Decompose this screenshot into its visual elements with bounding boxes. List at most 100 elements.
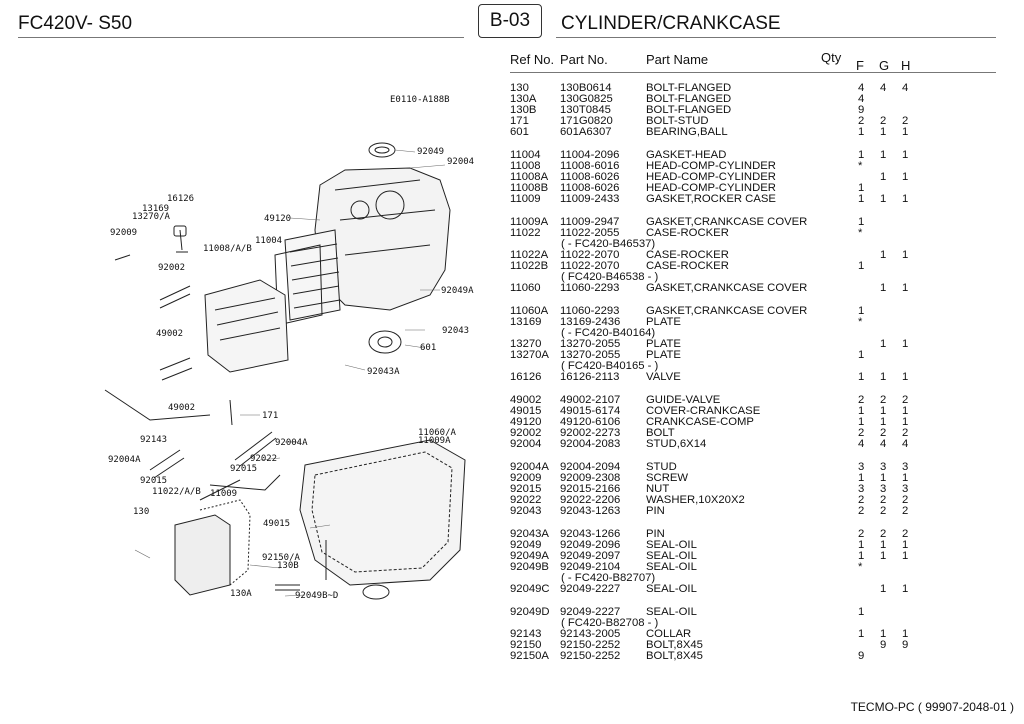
ref-no: 13270A [510,349,549,361]
callout-label: 11008/A/B [203,244,252,254]
ref-no: 92049C [510,583,550,595]
part-name: HEAD-COMP-CYLINDER [646,182,776,194]
part-name: BOLT-FLANGED [646,93,732,105]
part-no: 16126-2113 [560,371,620,383]
qty-f: 2 [858,115,865,127]
serial-range-text: ( FC420-B82708 - ) [561,617,659,629]
qty-h: 2 [902,115,909,127]
part-no: 49002-2107 [560,394,621,406]
ref-no: 92004 [510,438,542,450]
callout-label: 92004A [108,455,141,465]
qty-h: 3 [902,483,909,495]
qty-f: 2 [858,394,865,406]
ref-no: 11060 [510,282,541,294]
part-name: COLLAR [646,628,692,640]
part-no: 13169-2436 [560,316,621,328]
part-no: 11022-2070 [560,249,620,261]
col-g: G [879,58,890,73]
part-name: SEAL-OIL [646,583,697,595]
ref-no: 92002 [510,427,542,439]
serial-range-text: ( - FC420-B40164) [561,327,656,339]
qty-h: 1 [902,472,909,484]
qty-f: * [858,160,863,172]
callout-label: 92015 [140,476,167,486]
header-rule-right [556,37,996,38]
callout-labels: 92049 92004 16126 13169 13270/A 92009 49… [108,147,474,601]
callout-label: 92022 [250,454,277,464]
ref-no: 92049B [510,561,549,573]
part-no: 92004-2094 [560,461,621,473]
ref-no: 130B [510,104,537,116]
qty-g: 1 [880,126,887,138]
section-code-box: B-03 [478,4,542,38]
qty-f: 1 [858,182,865,194]
qty-g: 1 [880,628,887,640]
callout-label: 92049B~D [295,591,338,601]
qty-h: 2 [902,528,909,540]
ref-no: 11008A [510,171,549,183]
part-name: NUT [646,483,670,495]
col-f: F [856,58,864,73]
ref-no: 11008 [510,160,541,172]
qty-f: 4 [858,82,865,94]
qty-f: 1 [858,550,865,562]
ref-no: 92009 [510,472,542,484]
part-no: 11004-2096 [560,149,620,161]
ref-no: 92150 [510,639,542,651]
qty-h: 1 [902,416,909,428]
qty-h: 1 [902,282,909,294]
ref-no: 92049D [510,606,550,618]
qty-f: 1 [858,606,865,618]
ref-no: 16126 [510,371,542,383]
qty-h: 9 [902,639,909,651]
part-no: 92043-1266 [560,528,621,540]
qty-g: 1 [880,338,887,350]
part-no: 601A6307 [560,126,612,138]
serial-range-text: ( - FC420-B82707) [561,572,656,584]
part-name: BOLT-FLANGED [646,82,732,94]
part-name: CASE-ROCKER [646,260,729,272]
part-name: BOLT [646,427,675,439]
qty-f: 1 [858,349,865,361]
callout-label: 171 [262,411,278,421]
part-no: 11060-2293 [560,305,620,317]
qty-f: * [858,561,863,573]
callout-label: 16126 [167,194,194,204]
callout-label: 92150/A [262,553,301,563]
part-name: BOLT-FLANGED [646,104,732,116]
part-name: BOLT,8X45 [646,639,703,651]
ref-no: 92150A [510,650,549,662]
qty-f: 1 [858,149,865,161]
qty-h: 1 [902,249,909,261]
part-no: 11008-6026 [560,182,620,194]
qty-g: 2 [880,394,887,406]
callout-label: 11060/A [418,428,457,438]
qty-h: 1 [902,371,909,383]
ref-no: 13169 [510,316,542,328]
part-no: 92049-2227 [560,606,621,618]
qty-h: 1 [902,405,909,417]
part-name: SEAL-OIL [646,561,697,573]
callout-label: 92049A [441,286,474,296]
qty-f: 2 [858,427,865,439]
part-name: HEAD-COMP-CYLINDER [646,160,776,172]
part-name: GASKET,CRANKCASE COVER [646,282,808,294]
qty-h: 2 [902,394,909,406]
part-no: 11022-2070 [560,260,620,272]
qty-f: 1 [858,472,865,484]
part-name: STUD [646,461,677,473]
exploded-parts-diagram: E0110-A188B 92049 92004 16126 13169 1327… [104,95,474,601]
qty-g: 1 [880,171,887,183]
